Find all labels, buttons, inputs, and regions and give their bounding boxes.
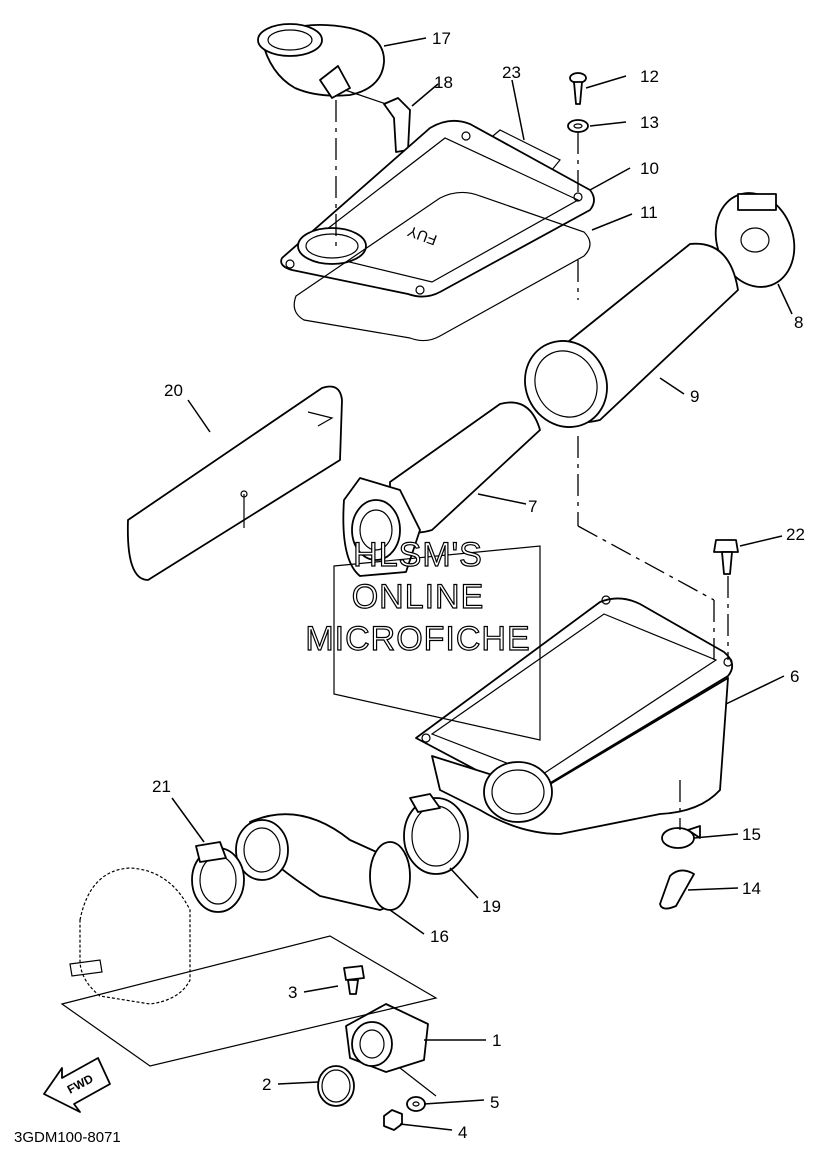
part-19-hose-clamp	[403, 793, 469, 875]
callout-7: 7	[528, 497, 537, 516]
watermark: HLSM'S ONLINE MICROFICHE	[305, 535, 531, 658]
callout-19: 19	[482, 897, 501, 916]
part-10-airbox-cover: FUY	[280, 119, 595, 298]
part-14-drain-cap	[659, 869, 695, 910]
callout-11: 11	[640, 203, 658, 222]
callout-2: 2	[262, 1075, 271, 1094]
callout-17: 17	[432, 29, 451, 48]
callout-4: 4	[458, 1123, 467, 1142]
callout-9: 9	[690, 387, 699, 406]
watermark-line-3: MICROFICHE	[305, 620, 530, 658]
part-20-plate	[126, 385, 343, 581]
callout-1: 1	[492, 1031, 501, 1050]
part-2-o-ring	[317, 1065, 355, 1107]
callout-21: 21	[152, 777, 171, 796]
callout-15: 15	[742, 825, 761, 844]
part-7-intake-tube	[342, 401, 541, 577]
watermark-line-2: ONLINE	[352, 578, 485, 616]
part-18-breather-elbow	[344, 89, 411, 153]
part-21-hose-clamp	[191, 841, 245, 913]
callout-16: 16	[430, 927, 449, 946]
part-13-washer	[567, 119, 589, 133]
assembly-lines	[60, 100, 729, 1097]
callout-8: 8	[794, 313, 803, 332]
diagram-code: 3GDM100-8071	[14, 1129, 121, 1146]
callout-6: 6	[790, 667, 799, 686]
callout-3: 3	[288, 983, 297, 1002]
part-22-bolt	[713, 539, 739, 575]
part-16-intake-joint	[235, 813, 411, 911]
part-5-washer	[406, 1096, 426, 1112]
callout-22: 22	[786, 525, 805, 544]
part-12-screw	[569, 72, 587, 105]
part-9-air-filter	[524, 242, 739, 428]
callout-12: 12	[640, 67, 659, 86]
leader-lines	[171, 37, 793, 1131]
part-11-cover-gasket	[293, 191, 591, 342]
callout-10: 10	[640, 159, 659, 178]
fwd-arrow: FWD	[43, 1057, 111, 1113]
callout-14: 14	[742, 879, 761, 898]
part-8-filter-cap	[714, 192, 796, 288]
callout-13: 13	[640, 113, 659, 132]
part-6-airbox-case	[415, 595, 734, 835]
part-4-nut	[383, 1109, 403, 1131]
callout-18: 18	[434, 73, 453, 92]
callout-23: 23	[502, 63, 521, 82]
part-1-carb-joint	[345, 1003, 429, 1073]
callout-5: 5	[490, 1093, 499, 1112]
callout-numbers: 17 18 23 12 13 10 11 8 9 20 7 22 6 21 15…	[152, 29, 805, 1142]
watermark-line-1: HLSM'S	[353, 536, 483, 574]
carburetor-reference	[69, 867, 191, 1005]
part-3-bolt	[343, 965, 365, 995]
part-15-drain-clamp	[661, 825, 701, 849]
callout-20: 20	[164, 381, 183, 400]
part-17-intake-cap	[257, 23, 385, 99]
